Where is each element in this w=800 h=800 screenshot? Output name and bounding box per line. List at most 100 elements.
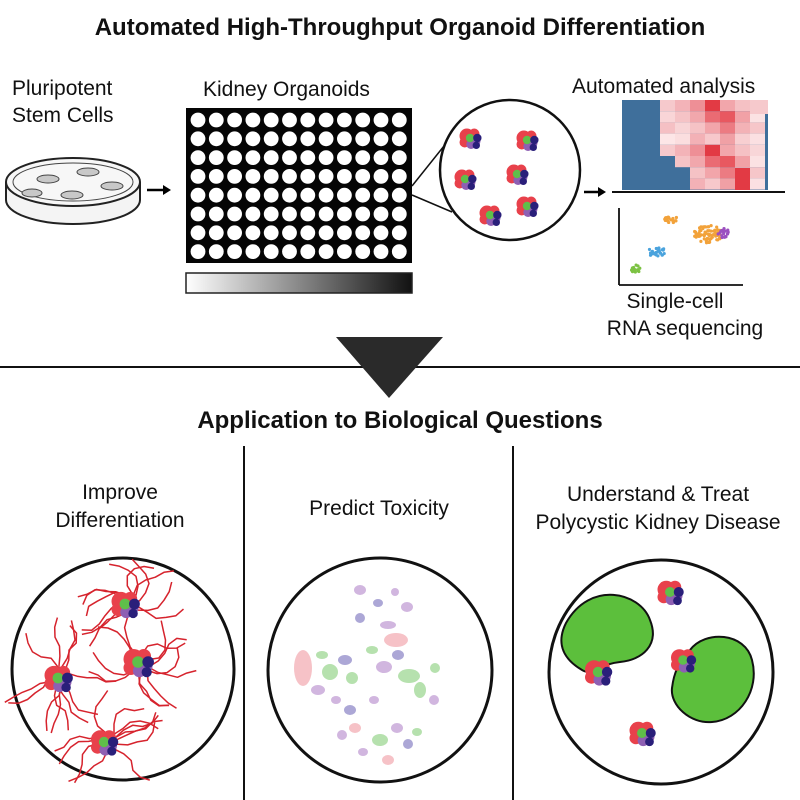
well bbox=[391, 187, 407, 203]
faded-organoid bbox=[380, 621, 396, 629]
well bbox=[190, 169, 206, 184]
tubule bbox=[53, 617, 61, 677]
well bbox=[245, 244, 261, 259]
faded-organoid bbox=[349, 723, 361, 733]
well bbox=[300, 131, 316, 147]
well bbox=[355, 225, 371, 241]
well bbox=[282, 112, 297, 128]
petri-dish bbox=[5, 157, 141, 225]
well bbox=[282, 131, 297, 147]
well bbox=[300, 244, 316, 259]
panel-3-label-line1: Understand & Treat bbox=[566, 483, 750, 506]
faded-organoid bbox=[430, 663, 440, 673]
well bbox=[300, 225, 316, 241]
well bbox=[391, 225, 407, 241]
faded-organoid bbox=[344, 705, 356, 715]
well bbox=[208, 244, 224, 259]
faded-organoid bbox=[382, 755, 394, 765]
well bbox=[318, 131, 334, 147]
well bbox=[227, 131, 243, 147]
well bbox=[282, 244, 297, 259]
zoom-line bbox=[411, 194, 453, 213]
organoid-icon bbox=[123, 648, 154, 678]
well bbox=[190, 112, 206, 128]
organoid-icon bbox=[454, 169, 477, 191]
well bbox=[318, 225, 334, 241]
well bbox=[373, 112, 389, 128]
faded-organoid bbox=[322, 664, 338, 680]
well bbox=[318, 112, 334, 128]
faded-organoid bbox=[294, 650, 312, 686]
applications-title: Application to Biological Questions bbox=[197, 407, 603, 434]
well bbox=[208, 225, 224, 241]
well bbox=[318, 206, 334, 222]
well bbox=[373, 244, 389, 259]
arrow-icon bbox=[584, 187, 606, 197]
well bbox=[373, 131, 389, 147]
well bbox=[318, 244, 334, 259]
well bbox=[373, 187, 389, 203]
well bbox=[245, 169, 261, 184]
faded-organoid bbox=[376, 661, 392, 673]
faded-organoid bbox=[414, 682, 426, 698]
faded-organoid bbox=[373, 599, 383, 607]
well bbox=[355, 112, 371, 128]
well bbox=[263, 225, 279, 241]
scatter-plot bbox=[618, 208, 743, 286]
well bbox=[282, 150, 297, 166]
well bbox=[190, 131, 206, 147]
main-title: Automated High-Throughput Organoid Diffe… bbox=[94, 14, 706, 41]
arrow-icon bbox=[147, 185, 171, 195]
panel-1-label-line1: Improve bbox=[82, 481, 158, 504]
well bbox=[391, 150, 407, 166]
faded-organoid bbox=[355, 613, 365, 623]
faded-organoid bbox=[354, 585, 366, 595]
plate-label: Kidney Organoids bbox=[203, 78, 370, 101]
down-triangle-icon bbox=[336, 337, 443, 398]
well bbox=[263, 150, 279, 166]
organoid-icon bbox=[671, 649, 697, 673]
well bbox=[245, 225, 261, 241]
cyst-shape bbox=[560, 593, 654, 673]
stem-cells-label-line2: Stem Cells bbox=[12, 104, 114, 127]
well bbox=[282, 169, 297, 184]
tubule bbox=[25, 633, 59, 677]
stem-cells-label-line1: Pluripotent bbox=[12, 77, 113, 100]
faded-organoid bbox=[398, 669, 420, 683]
well bbox=[227, 225, 243, 241]
faded-organoid bbox=[366, 646, 378, 654]
organoid-icon bbox=[585, 660, 613, 686]
well bbox=[355, 206, 371, 222]
organoid-icon bbox=[516, 196, 539, 218]
well bbox=[337, 206, 352, 222]
faded-organoid bbox=[391, 723, 403, 733]
faded-organoid bbox=[311, 685, 325, 695]
well bbox=[355, 244, 371, 259]
well bbox=[227, 206, 243, 222]
well bbox=[282, 187, 297, 203]
well bbox=[245, 187, 261, 203]
well bbox=[355, 131, 371, 147]
well bbox=[263, 244, 279, 259]
faded-organoid bbox=[337, 730, 347, 740]
well bbox=[300, 187, 316, 203]
well bbox=[245, 131, 261, 147]
well bbox=[263, 206, 279, 222]
scrna-label-line2: RNA sequencing bbox=[606, 317, 764, 340]
well bbox=[373, 169, 389, 184]
well bbox=[337, 187, 352, 203]
panel-3-label-line2: Polycystic Kidney Disease bbox=[535, 511, 781, 534]
well bbox=[337, 225, 352, 241]
faded-organoid bbox=[372, 734, 388, 746]
faded-organoid bbox=[384, 633, 408, 647]
panel-2-label: Predict Toxicity bbox=[309, 497, 449, 520]
faded-organoid bbox=[403, 739, 413, 749]
organoid-zoom-circle bbox=[438, 98, 582, 242]
well bbox=[208, 169, 224, 184]
well-plate bbox=[186, 108, 412, 263]
well bbox=[391, 169, 407, 184]
well bbox=[355, 187, 371, 203]
organoid-icon bbox=[479, 205, 502, 227]
faded-organoid bbox=[391, 588, 399, 596]
